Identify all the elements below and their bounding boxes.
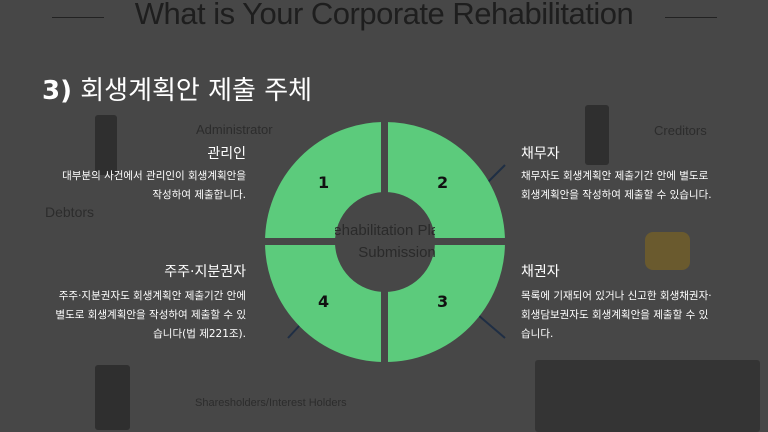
- debtor-line: 채무자도 회생계획안 제출기간 안에 별도로: [521, 170, 709, 182]
- shareholder-line: 별도로 회생계획안을 작성하여 제출할 수 있: [55, 309, 246, 321]
- crowd-figure: [535, 360, 760, 432]
- label-creditors: Creditors: [654, 123, 707, 138]
- label-shareholders: Sharesholders/Interest Holders: [195, 397, 347, 409]
- page-title: What is Your Corporate Rehabilitation: [134, 0, 634, 31]
- section-heading: 3) 회생계획안 제출 주체: [42, 70, 312, 107]
- creditor-title: 채권자: [521, 264, 560, 280]
- administrator-title: 관리인: [207, 146, 246, 162]
- section-title: 회생계획안 제출 주체: [80, 76, 313, 106]
- ring-gap-horizontal: [260, 238, 510, 245]
- creditor-line: 목록에 기재되어 있거나 신고한 회생채권자·: [521, 290, 712, 302]
- arrow-down-right-icon: [477, 314, 506, 339]
- label-administrator: Administrator: [196, 122, 273, 137]
- coin-stack-icon: [645, 232, 690, 270]
- stressed-man-figure: [95, 365, 130, 430]
- administrator-line: 작성하여 제출합니다.: [152, 189, 246, 201]
- center-line-2: Submission: [358, 244, 435, 261]
- label-debtors: Debtors: [45, 204, 95, 220]
- creditor-line: 습니다.: [521, 328, 554, 340]
- debtor-title: 채무자: [521, 146, 560, 162]
- quadrant-3-number: 3: [437, 292, 449, 311]
- administrator-line: 대부분의 사건에서 관리인이 회생계획안을: [62, 170, 246, 182]
- shareholder-title: 주주·지분권자: [164, 264, 246, 280]
- shareholder-line: 주주·지분권자도 회생계획안 제출기간 안에: [58, 290, 246, 302]
- businessman-figure-right: [585, 105, 609, 165]
- administrator-block: 관리인 대부분의 사건에서 관리인이 회생계획안을 작성하여 제출합니다.: [6, 143, 246, 205]
- center-line-1: Rehabilitation Plan: [335, 222, 435, 239]
- center-label: Rehabilitation Plan Submission: [335, 220, 435, 266]
- shareholder-line: 습니다(법 제221조).: [153, 328, 246, 340]
- creditor-line: 회생담보권자도 회생계획안을 제출할 수 있: [521, 309, 709, 321]
- quadrant-4-number: 4: [318, 292, 330, 311]
- quadrant-2-number: 2: [437, 173, 449, 192]
- shareholder-block: 주주·지분권자 주주·지분권자도 회생계획안 제출기간 안에 별도로 회생계획안…: [6, 261, 246, 344]
- title-rule-right: [665, 17, 717, 18]
- section-number: 3): [42, 76, 72, 106]
- arrow-down-left-icon: [287, 324, 301, 339]
- debtor-line: 회생계획안을 작성하여 제출할 수 있습니다.: [521, 189, 712, 201]
- quadrant-1-number: 1: [318, 173, 330, 192]
- debtor-block: 채무자 채무자도 회생계획안 제출기간 안에 별도로 회생계획안을 작성하여 제…: [521, 143, 761, 205]
- creditor-block: 채권자 목록에 기재되어 있거나 신고한 회생채권자· 회생담보권자도 회생계획…: [521, 261, 761, 344]
- title-rule-left: [52, 17, 104, 18]
- businessman-figure-left: [95, 115, 117, 175]
